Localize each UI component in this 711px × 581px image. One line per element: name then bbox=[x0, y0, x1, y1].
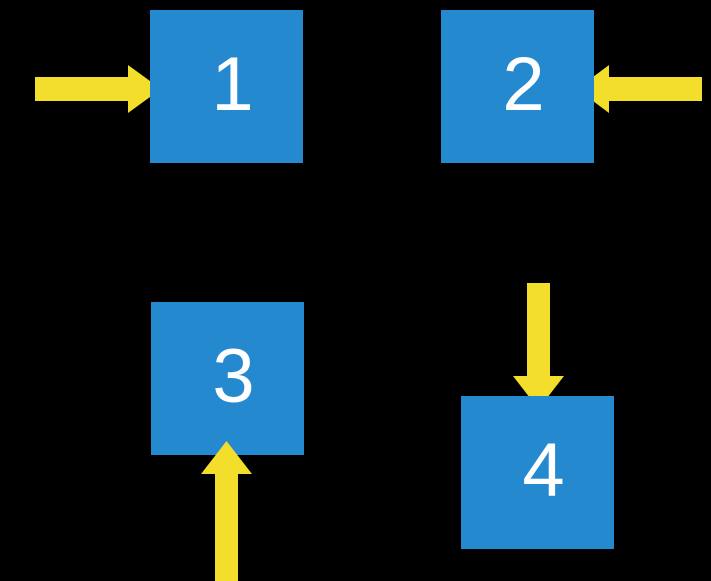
block-node-4[interactable]: 4 bbox=[461, 396, 614, 549]
arrow-left-into-box-2-icon bbox=[577, 65, 702, 113]
block-node-4-label: 4 bbox=[522, 427, 565, 513]
arrow-up-into-box-3-icon bbox=[201, 441, 252, 581]
block-node-2-label: 2 bbox=[502, 41, 545, 127]
block-node-1-label: 1 bbox=[211, 41, 254, 127]
arrow-down-into-box-4-icon bbox=[513, 283, 564, 409]
block-node-2[interactable]: 2 bbox=[441, 10, 594, 163]
arrow-right-into-box-1-icon bbox=[35, 65, 161, 113]
block-node-3[interactable]: 3 bbox=[151, 302, 304, 455]
block-node-1[interactable]: 1 bbox=[150, 10, 303, 163]
block-node-3-label: 3 bbox=[212, 333, 255, 419]
